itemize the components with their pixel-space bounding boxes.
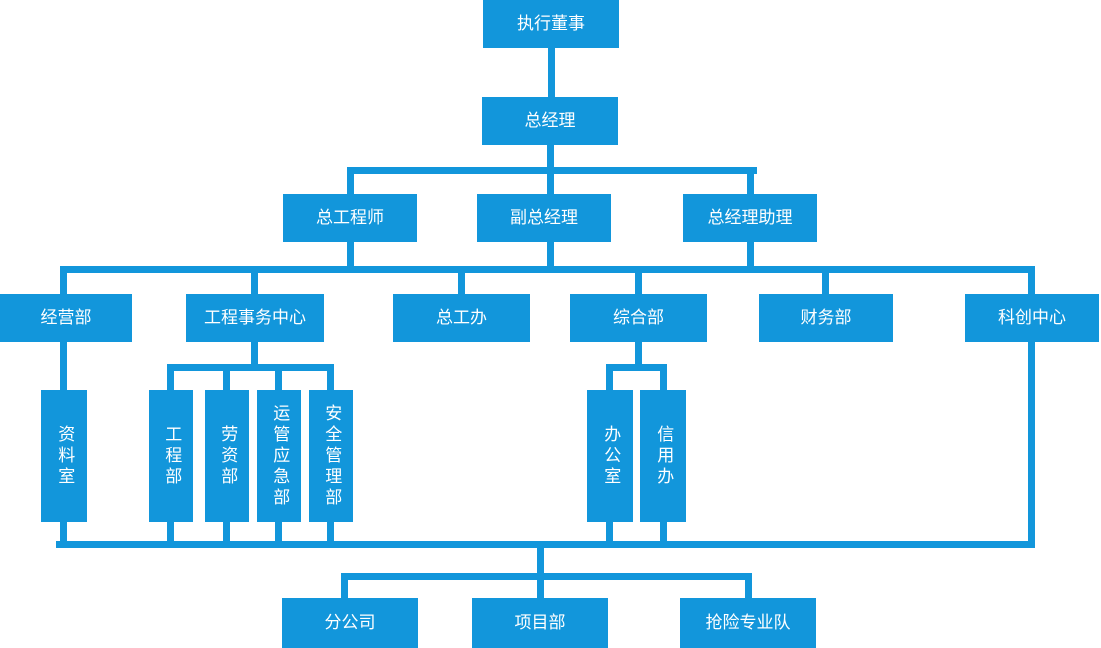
org-node-label: 综合部 [613, 307, 664, 327]
org-node-label: 抢险专业队 [705, 612, 791, 632]
connector-line [660, 364, 667, 390]
org-node-general-manager: 总经理 [482, 97, 618, 145]
org-node-label: 科创中心 [998, 307, 1066, 327]
org-node-engineering-dept: 工程部 [149, 390, 193, 522]
connector-line [60, 266, 67, 294]
org-node-label: 信用办 [654, 424, 674, 488]
org-node-label: 总工办 [436, 307, 487, 327]
connector-line [347, 167, 354, 194]
connector-line [747, 242, 754, 273]
connector-line [60, 342, 67, 390]
org-node-label: 工程部 [162, 424, 182, 488]
connector-line [822, 266, 829, 294]
connector-line [660, 522, 667, 548]
connector-line [275, 364, 282, 390]
connector-line [547, 242, 554, 273]
org-node-label: 工程事务中心 [204, 307, 306, 327]
org-node-engineering-affairs-center: 工程事务中心 [186, 294, 324, 342]
connector-line [341, 573, 348, 598]
org-node-label: 总经理 [524, 110, 576, 130]
org-node-emergency-rescue-team: 抢险专业队 [680, 598, 816, 648]
connector-line [167, 364, 334, 371]
org-node-label: 安全管理部 [322, 403, 342, 509]
connector-line [1028, 342, 1035, 548]
org-node-finance-dept: 财务部 [759, 294, 893, 342]
connector-line [251, 342, 258, 368]
org-node-label: 运管应急部 [270, 403, 290, 509]
connector-line [347, 167, 757, 174]
connector-line [745, 573, 752, 598]
org-node-label: 总经理助理 [707, 207, 793, 227]
connector-line [606, 364, 613, 390]
org-node-business-dept: 经营部 [0, 294, 132, 342]
org-node-label: 劳资部 [218, 424, 238, 488]
connector-line [275, 522, 282, 548]
org-node-label: 执行董事 [517, 13, 585, 33]
connector-line [548, 48, 555, 97]
connector-line [635, 342, 642, 368]
connector-line [458, 266, 465, 294]
connector-line [635, 266, 642, 294]
connector-line [1028, 266, 1035, 294]
connector-line [56, 541, 1035, 548]
org-node-safety-management-dept: 安全管理部 [309, 390, 353, 522]
org-node-chief-engineer-office: 总工办 [393, 294, 530, 342]
connector-line [167, 364, 174, 390]
org-node-operation-emergency-dept: 运管应急部 [257, 390, 301, 522]
org-node-archives-room: 资料室 [41, 390, 87, 522]
connector-line [606, 364, 667, 371]
connector-line [60, 266, 1035, 273]
connector-line [537, 548, 544, 577]
connector-line [167, 522, 174, 548]
org-node-label: 办公室 [601, 424, 621, 488]
org-node-labor-wage-dept: 劳资部 [205, 390, 249, 522]
connector-line [327, 522, 334, 548]
connector-line [341, 573, 752, 580]
org-node-chief-engineer: 总工程师 [283, 194, 417, 242]
connector-line [251, 266, 258, 294]
connector-line [537, 573, 544, 598]
org-node-general-affairs-dept: 综合部 [570, 294, 707, 342]
connector-line [327, 364, 334, 390]
org-node-label: 分公司 [324, 612, 376, 632]
connector-line [223, 522, 230, 548]
connector-line [223, 364, 230, 390]
connector-line [60, 522, 67, 548]
org-node-label: 财务部 [800, 307, 852, 327]
org-node-gm-assistant: 总经理助理 [683, 194, 817, 242]
org-node-label: 项目部 [514, 612, 566, 632]
org-node-label: 总工程师 [316, 207, 384, 227]
org-node-label: 资料室 [55, 424, 75, 488]
org-node-deputy-general-manager: 副总经理 [477, 194, 611, 242]
org-node-label: 副总经理 [510, 207, 578, 227]
org-node-executive-director: 执行董事 [483, 0, 619, 48]
org-node-sci-tech-innovation-center: 科创中心 [965, 294, 1099, 342]
org-node-label: 经营部 [40, 307, 92, 327]
connector-line [347, 242, 354, 273]
connector-line [747, 167, 754, 194]
org-node-branch-company: 分公司 [282, 598, 418, 648]
org-node-credit-office: 信用办 [640, 390, 686, 522]
org-node-office: 办公室 [587, 390, 633, 522]
connector-line [606, 522, 613, 548]
org-node-project-dept: 项目部 [472, 598, 608, 648]
